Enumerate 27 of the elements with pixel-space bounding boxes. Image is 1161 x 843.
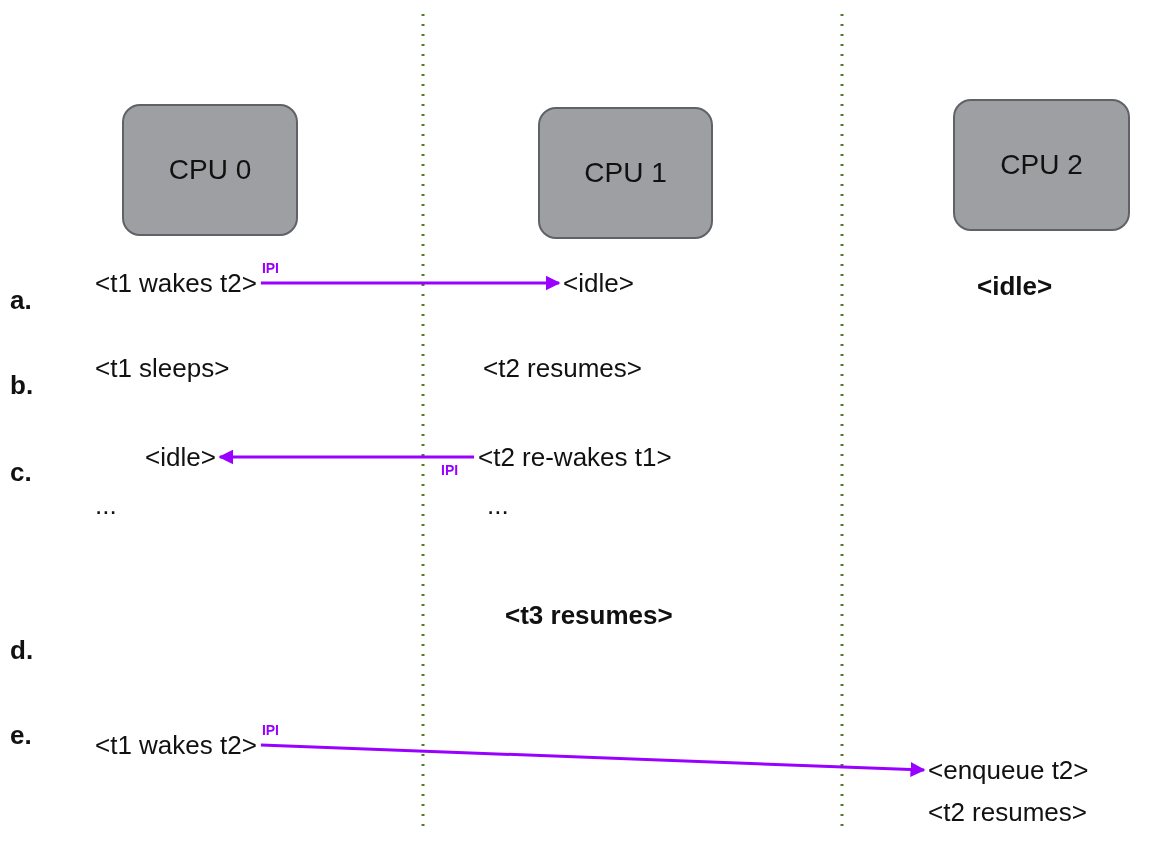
event-text: <t2 resumes> <box>928 797 1087 827</box>
event-text: <t3 resumes> <box>505 600 673 630</box>
cpu-box: CPU 2 <box>953 99 1130 231</box>
step-letter: e. <box>10 720 32 750</box>
event-text: <t2 re-wakes t1> <box>478 442 672 472</box>
cpu-box: CPU 0 <box>122 104 298 236</box>
step-letter: d. <box>10 635 34 665</box>
edge-label: IPI <box>260 261 280 276</box>
arrow <box>218 449 474 465</box>
event-text: <t1 wakes t2> <box>95 730 257 760</box>
ellipsis: ... <box>95 490 117 520</box>
edge-label: IPI <box>440 463 460 478</box>
event-text: <t1 sleeps> <box>95 353 230 383</box>
step-letter: a. <box>10 285 32 315</box>
event-text: <t1 wakes t2> <box>95 268 257 298</box>
step-letter: b. <box>10 370 34 400</box>
step-letter: c. <box>10 457 32 487</box>
event-text: <idle> <box>977 271 1053 301</box>
ellipsis: ... <box>487 490 509 520</box>
cpu-box: CPU 1 <box>538 107 713 239</box>
event-text: <idle> <box>563 268 634 298</box>
event-text: <idle> <box>145 442 216 472</box>
arrow <box>260 275 561 291</box>
event-text: <t2 resumes> <box>483 353 642 383</box>
edge-label: IPI <box>260 723 280 738</box>
event-text: <enqueue t2> <box>928 755 1089 785</box>
arrow <box>260 743 926 777</box>
